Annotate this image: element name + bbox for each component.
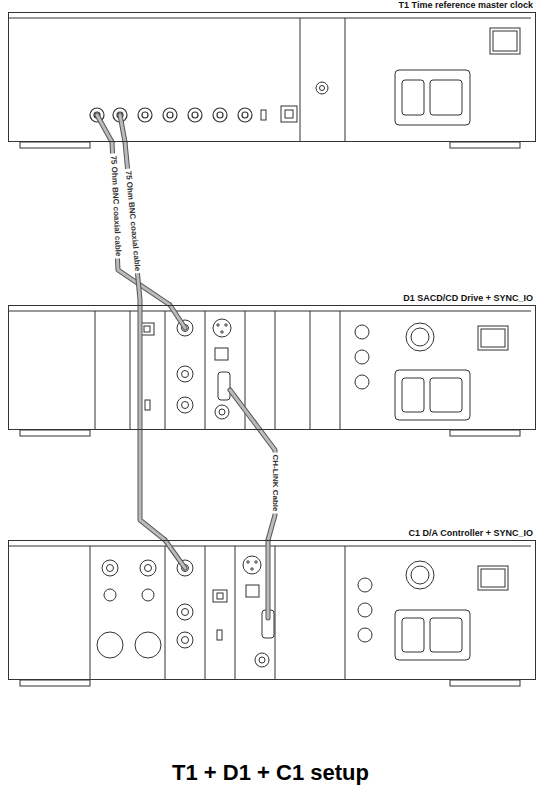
cable-label: CH-LINK Cable <box>270 452 280 513</box>
t1-panel <box>9 18 531 148</box>
cable-label: 75 Ohm BNC coaxial cable <box>123 168 143 273</box>
device-title: C1 D/A Controller + SYNC_IO <box>9 528 535 539</box>
device-title: T1 Time reference master clock <box>9 0 535 11</box>
device-panel: C1 D/A Controller + SYNC_IO <box>8 540 536 680</box>
d1-panel <box>9 311 531 436</box>
figure-caption: T1 + D1 + C1 setup <box>0 760 541 786</box>
device-title: D1 SACD/CD Drive + SYNC_IO <box>9 293 535 304</box>
cable-ends <box>97 115 268 618</box>
device-panel: D1 SACD/CD Drive + SYNC_IO <box>8 305 536 430</box>
device-panel: T1 Time reference master clock <box>8 12 536 142</box>
cable-label: 75 Ohm BNC coaxial cable <box>108 153 123 258</box>
